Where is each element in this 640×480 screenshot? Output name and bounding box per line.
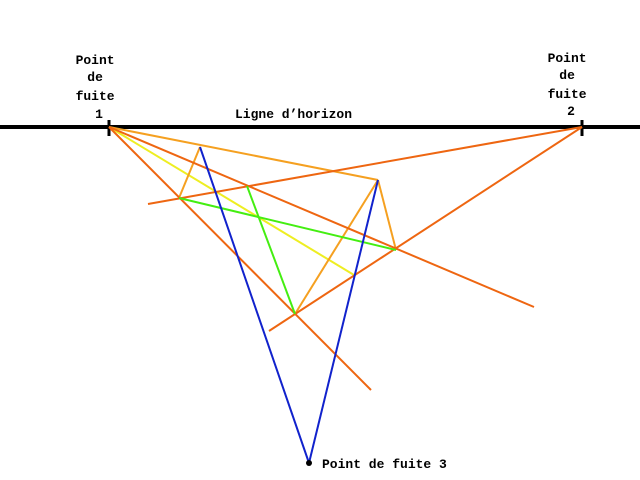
light-orange-line: [108, 126, 379, 181]
vp2-line: de: [559, 68, 575, 83]
vanishing-point-3-label: Point de fuite 3: [322, 457, 447, 472]
vp2-line: fuite: [548, 87, 587, 102]
light-orange-line: [377, 179, 397, 251]
vp1-line: Point: [76, 53, 115, 68]
light-orange-line: [178, 146, 201, 199]
vp2-line: 2: [567, 104, 575, 119]
construction-lines: [108, 126, 583, 464]
vanishing-point-1-label: Point de fuite 1: [76, 53, 123, 122]
green-line: [178, 197, 397, 251]
dark-orange-line: [147, 126, 583, 205]
blue-line: [308, 179, 379, 464]
vp1-line: fuite: [76, 89, 115, 104]
blue-line: [199, 146, 310, 464]
dark-orange-line: [108, 126, 535, 308]
dark-orange-line: [108, 126, 372, 391]
yellow-line: [108, 126, 355, 276]
green-line: [246, 185, 296, 315]
vp1-line: de: [87, 70, 103, 85]
light-orange-line: [294, 179, 379, 315]
vp1-line: 1: [95, 107, 103, 122]
vanishing-point-2-label: Point de fuite 2: [548, 51, 595, 119]
vanishing-point-3-dot: [306, 460, 312, 466]
dark-orange-line: [268, 126, 583, 332]
vp2-line: Point: [548, 51, 587, 66]
horizon-label: Ligne d’horizon: [235, 107, 352, 122]
